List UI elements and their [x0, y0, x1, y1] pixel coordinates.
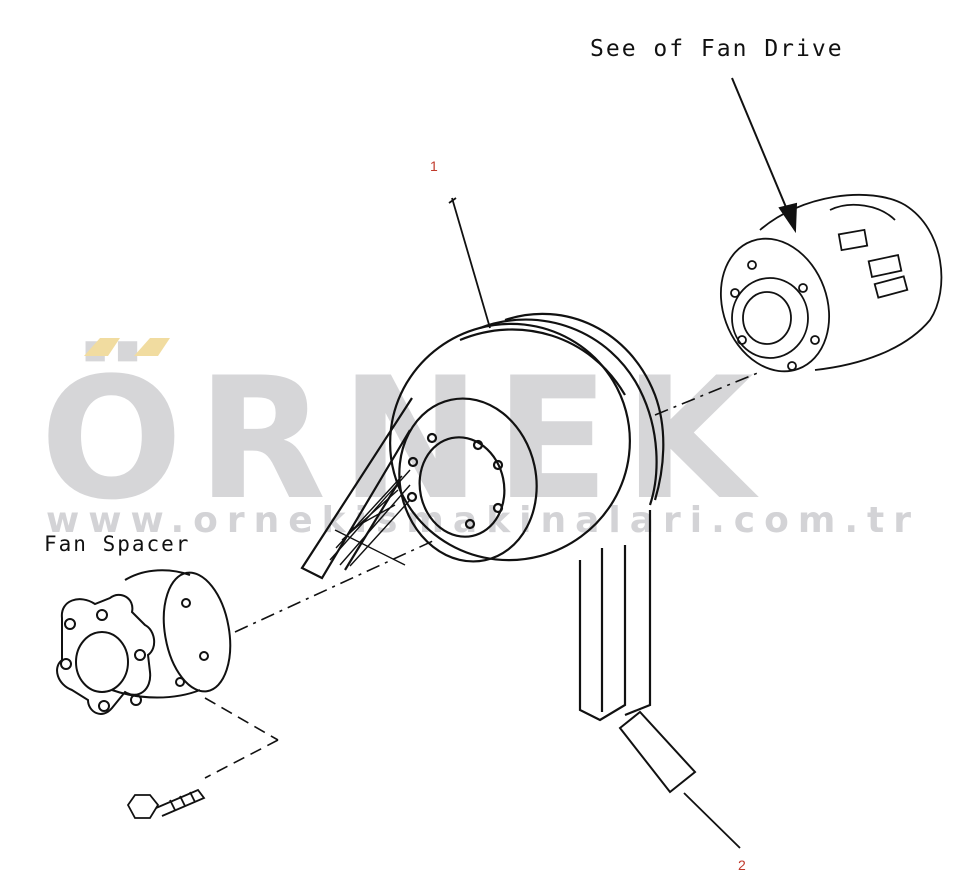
fan-spacer-label: Fan Spacer — [44, 532, 191, 556]
fan-drive-leader — [731, 77, 798, 234]
fan-spacer — [56, 569, 232, 715]
part-callout-2: 2 — [738, 857, 746, 873]
belt-2 — [618, 710, 697, 794]
callout-leaders — [448, 197, 741, 849]
part-callout-1: 1 — [430, 158, 438, 174]
fan-drive-label: See of Fan Drive — [590, 36, 844, 62]
watermark-brand: ÖRNEK — [40, 341, 768, 537]
bolt — [126, 788, 206, 819]
pulley — [389, 312, 665, 563]
center-axis — [234, 371, 761, 633]
watermark-accent-marks — [84, 338, 170, 356]
belt-hatching — [329, 469, 411, 567]
bolt-leader — [204, 697, 279, 779]
v-belts — [300, 397, 652, 722]
fan-drive-unit — [719, 194, 943, 373]
